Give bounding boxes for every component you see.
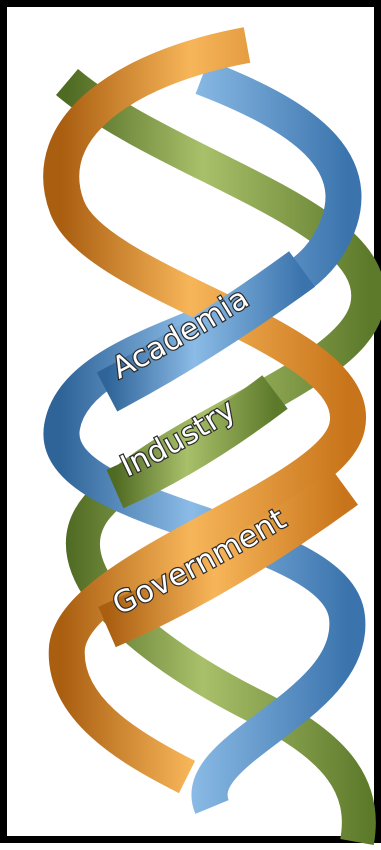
academia-ribbon-back bbox=[43, 60, 366, 814]
industry-ribbon-front bbox=[106, 375, 288, 509]
academia-ribbon-front bbox=[96, 251, 315, 412]
government-ribbon-back bbox=[43, 27, 366, 794]
triple-helix-diagram: Academia Industry Government bbox=[43, 27, 381, 846]
government-ribbon-front bbox=[98, 469, 358, 648]
